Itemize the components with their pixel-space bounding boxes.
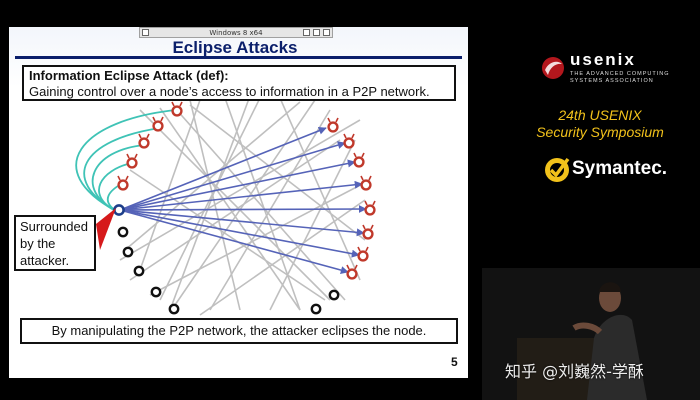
vm-restore-button[interactable] — [142, 29, 149, 36]
zhihu-watermark: 知乎 @刘巍然-学酥 — [505, 362, 644, 381]
callout-line-3: attacker. — [20, 253, 70, 268]
callout-line-2: by the — [20, 236, 56, 251]
bottom-caption: By manipulating the P2P network, the att… — [20, 318, 458, 344]
slide-title: Eclipse Attacks — [172, 38, 298, 57]
attacker-nodes — [117, 105, 376, 280]
definition-text: Gaining control over a node’s access to … — [29, 84, 430, 99]
title-rule — [15, 56, 462, 59]
attacker-horns — [117, 101, 376, 270]
victim-node — [113, 204, 125, 216]
vm-close-button[interactable] — [323, 29, 330, 36]
vm-minimize-button[interactable] — [303, 29, 310, 36]
cyan-links — [75, 109, 177, 212]
usenix-wordmark: usenix — [570, 50, 636, 69]
definition-box: Information Eclipse Attack (def): Gainin… — [22, 65, 456, 101]
usenix-tagline: THE ADVANCED COMPUTING SYSTEMS ASSOCIATI… — [570, 71, 670, 84]
symposium-line-1: 24th USENIX — [558, 107, 642, 123]
usenix-globe-icon — [542, 57, 564, 79]
symantec-check-icon — [545, 157, 570, 182]
surrounded-callout: Surrounded by the attacker. — [14, 215, 96, 271]
attack-arrows — [119, 126, 367, 274]
honest-nodes — [117, 226, 340, 315]
speaker-camera — [482, 268, 700, 400]
vm-maximize-button[interactable] — [313, 29, 320, 36]
speaker-silhouette — [482, 268, 700, 400]
vm-title-bar: Windows 8 x64 — [139, 27, 333, 38]
symposium-line-2: Security Symposium — [536, 124, 664, 140]
symposium-name: 24th USENIX Security Symposium — [520, 107, 680, 141]
vm-title: Windows 8 x64 — [209, 28, 263, 37]
definition-heading: Information Eclipse Attack (def): — [29, 68, 229, 83]
callout-line-1: Surrounded — [20, 219, 88, 234]
symantec-logo: Symantec. — [572, 158, 668, 179]
callout-pointer — [96, 208, 116, 250]
slide-number: 5 — [451, 355, 458, 369]
